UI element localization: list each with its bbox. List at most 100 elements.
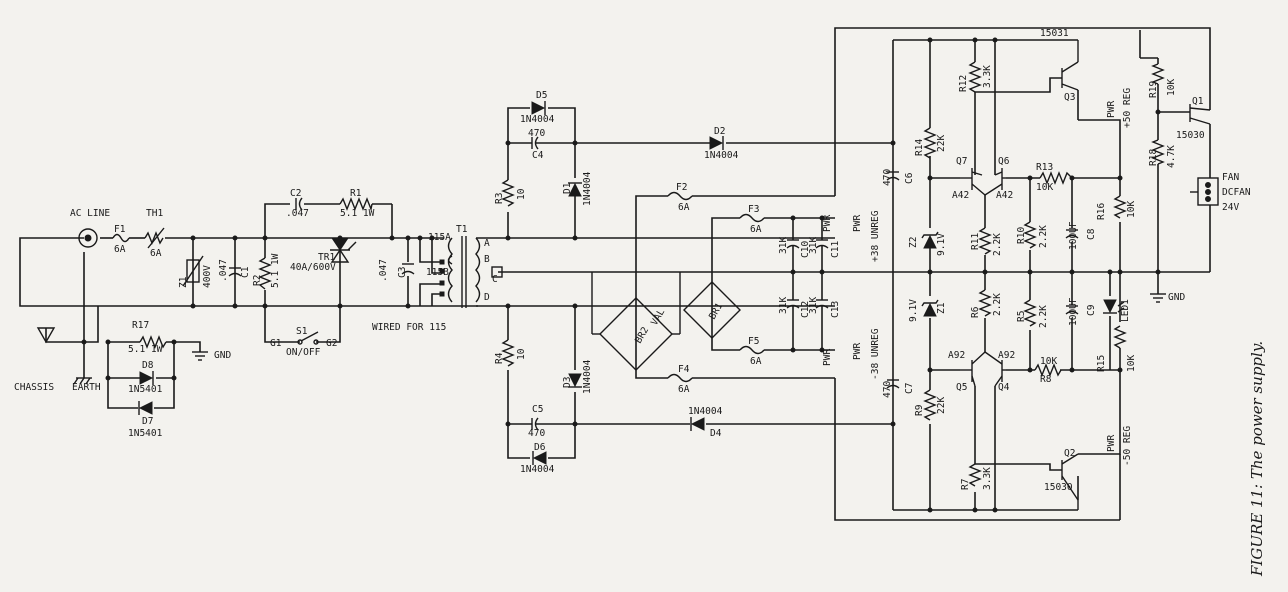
label-q7: Q7 bbox=[956, 156, 967, 167]
label-q4-value: A92 bbox=[998, 350, 1015, 361]
label-pin-b: B bbox=[484, 254, 490, 265]
transistor-q2-icon bbox=[1060, 453, 1079, 511]
label-r16-value: 10K bbox=[1126, 201, 1137, 218]
label-pwr-bottom: PWR bbox=[852, 343, 863, 360]
capacitor-c4-icon bbox=[531, 136, 539, 150]
label-q3: Q3 bbox=[1064, 92, 1075, 103]
label-t1: T1 bbox=[456, 224, 468, 235]
label-q5: Q5 bbox=[956, 382, 967, 393]
resistor-r17-icon bbox=[139, 335, 167, 349]
label-plus38-unreg: +38 UNREG bbox=[870, 210, 881, 262]
label-r11-value: 2.2K bbox=[992, 233, 1003, 256]
label-pwr-plus50: PWR bbox=[1106, 101, 1117, 118]
label-c5: C5 bbox=[532, 404, 543, 415]
zener-z2-icon bbox=[921, 231, 939, 249]
resistor-r14-icon bbox=[923, 127, 937, 159]
label-pwr-f5: PWR bbox=[822, 349, 833, 366]
label-chassis: CHASSIS bbox=[14, 382, 54, 393]
transistor-q5-icon bbox=[960, 351, 986, 387]
capacitor-c5-icon bbox=[531, 417, 539, 431]
label-c1-value: .047 bbox=[218, 259, 229, 282]
resistor-r1-icon bbox=[339, 197, 373, 212]
label-c3: C3 bbox=[397, 267, 408, 278]
transistor-q7-icon bbox=[960, 168, 986, 196]
resistor-r15-icon bbox=[1113, 325, 1127, 349]
resistor-r12-icon bbox=[968, 61, 982, 93]
label-r5: R5 bbox=[1016, 311, 1027, 322]
resistor-r4-icon bbox=[501, 339, 515, 367]
label-f5-value: 6A bbox=[750, 356, 762, 367]
label-q5-value: A92 bbox=[948, 350, 965, 361]
capacitor-c10-icon bbox=[786, 239, 800, 249]
resistor-r18-icon bbox=[1151, 139, 1165, 165]
label-d1-value: 1N4004 bbox=[582, 171, 593, 206]
label-d7-value: 1N5401 bbox=[128, 428, 163, 439]
capacitor-c3-icon bbox=[401, 263, 415, 275]
label-q7-value: A42 bbox=[952, 190, 969, 201]
ground-gnd-right-icon bbox=[1150, 293, 1166, 303]
label-c13-value: 31K bbox=[808, 297, 819, 314]
label-r10: R10 bbox=[1016, 227, 1027, 244]
label-f2-value: 6A bbox=[678, 202, 690, 213]
switch-s1-icon bbox=[297, 331, 319, 345]
fuse-f2-icon bbox=[667, 191, 693, 201]
label-c5-value: 470 bbox=[528, 428, 545, 439]
label-r1-value: 5.1 1W bbox=[340, 208, 375, 219]
label-c10: C10 bbox=[800, 241, 811, 258]
label-fan: FAN bbox=[1222, 172, 1239, 183]
fuse-f5-icon bbox=[739, 345, 765, 355]
label-r8: R8 bbox=[1040, 374, 1052, 385]
label-r3-value: 10 bbox=[516, 188, 527, 200]
labels: AC LINE F1 6A TH1 6A Z1 400V .047 C1 C2 … bbox=[14, 28, 1251, 493]
label-c11: C11 bbox=[830, 241, 841, 258]
label-d4: D4 bbox=[710, 428, 722, 439]
label-r12-value: 3.3K bbox=[982, 65, 993, 88]
label-r6: R6 bbox=[970, 306, 981, 318]
label-c9-value: 100UF bbox=[1068, 297, 1079, 326]
label-r7: R7 bbox=[960, 479, 971, 490]
fuse-f1-icon bbox=[112, 233, 130, 243]
label-d3: D3 bbox=[562, 377, 573, 388]
label-br1: BR1 bbox=[707, 301, 725, 322]
label-c12-value: 31K bbox=[778, 297, 789, 314]
label-z2: Z2 bbox=[908, 237, 919, 248]
label-f3: F3 bbox=[748, 204, 759, 215]
label-r16: R16 bbox=[1096, 203, 1107, 220]
label-c11-value: 31K bbox=[808, 237, 819, 254]
transformer-t1-icon bbox=[439, 236, 503, 308]
label-tr1: TR1 bbox=[318, 252, 335, 263]
components bbox=[36, 37, 1219, 513]
label-z1: Z1 bbox=[178, 276, 189, 288]
resistor-r13-icon bbox=[1039, 171, 1073, 185]
diode-d3-icon bbox=[568, 373, 582, 388]
label-c6: C6 bbox=[904, 172, 915, 184]
label-d8-value: 1N5401 bbox=[128, 384, 163, 395]
label-r19: R19 bbox=[1148, 81, 1159, 98]
resistor-r7-icon bbox=[968, 463, 982, 487]
label-c7-value: 470 bbox=[882, 381, 893, 398]
label-r9: R9 bbox=[914, 404, 925, 416]
resistor-r10-icon bbox=[1023, 221, 1037, 249]
label-s1-pin1: G1 bbox=[270, 338, 282, 349]
label-r13-value: 10K bbox=[1036, 182, 1053, 193]
label-z1-value: 400V bbox=[202, 265, 213, 288]
label-pwr-top: PWR bbox=[852, 215, 863, 232]
triac-tr1-icon bbox=[330, 237, 357, 263]
label-pin-115b: 115B bbox=[426, 267, 449, 278]
label-wired-for-115: WIRED FOR 115 bbox=[372, 322, 446, 333]
diode-d5-icon bbox=[531, 101, 546, 115]
capacitor-c9-icon bbox=[1065, 305, 1079, 315]
label-c1: C1 bbox=[240, 266, 251, 278]
label-dcfan: DCFAN bbox=[1222, 187, 1251, 198]
capacitor-c2-icon bbox=[295, 197, 303, 211]
label-r6-value: 2.2K bbox=[992, 293, 1003, 316]
label-pin-d: D bbox=[484, 292, 490, 303]
label-pin-115a: 115A bbox=[428, 232, 451, 243]
label-gnd-right: GND bbox=[1168, 292, 1185, 303]
label-r1: R1 bbox=[350, 188, 362, 199]
label-q6-value: A42 bbox=[996, 190, 1013, 201]
transistor-q4-icon bbox=[984, 351, 1006, 387]
label-r15: R15 bbox=[1096, 355, 1107, 372]
label-d6: D6 bbox=[534, 442, 546, 453]
